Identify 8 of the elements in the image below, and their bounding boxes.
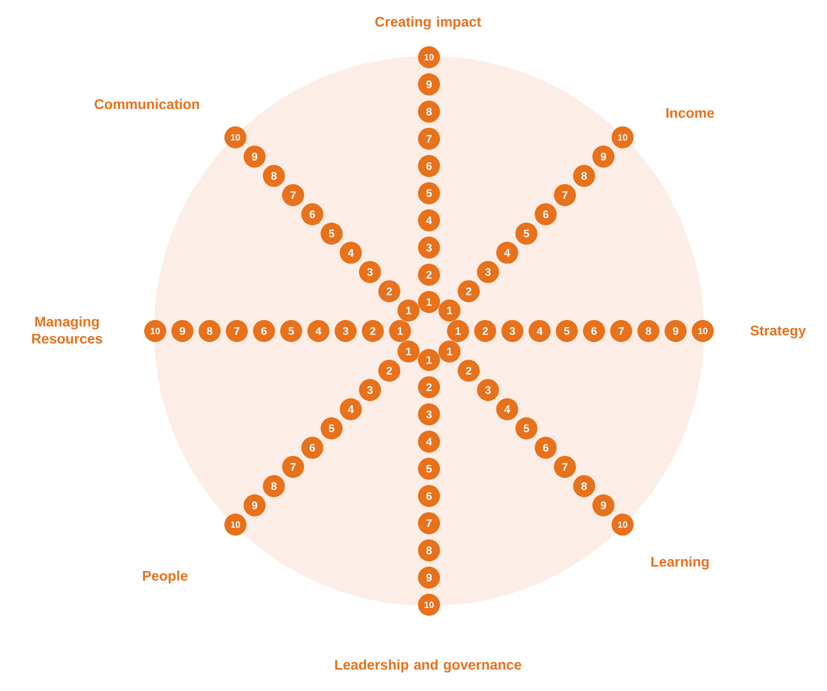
category-label: Strategy (750, 326, 806, 338)
category-label: Communication (94, 98, 200, 110)
category-label: Income (666, 108, 714, 118)
category-label: Managing Resources (32, 316, 102, 344)
category-label: Learning (651, 556, 709, 570)
category-label: People (143, 570, 188, 584)
category-label: Leadership and governance (335, 659, 522, 673)
category-label: Creating impact (375, 16, 482, 30)
